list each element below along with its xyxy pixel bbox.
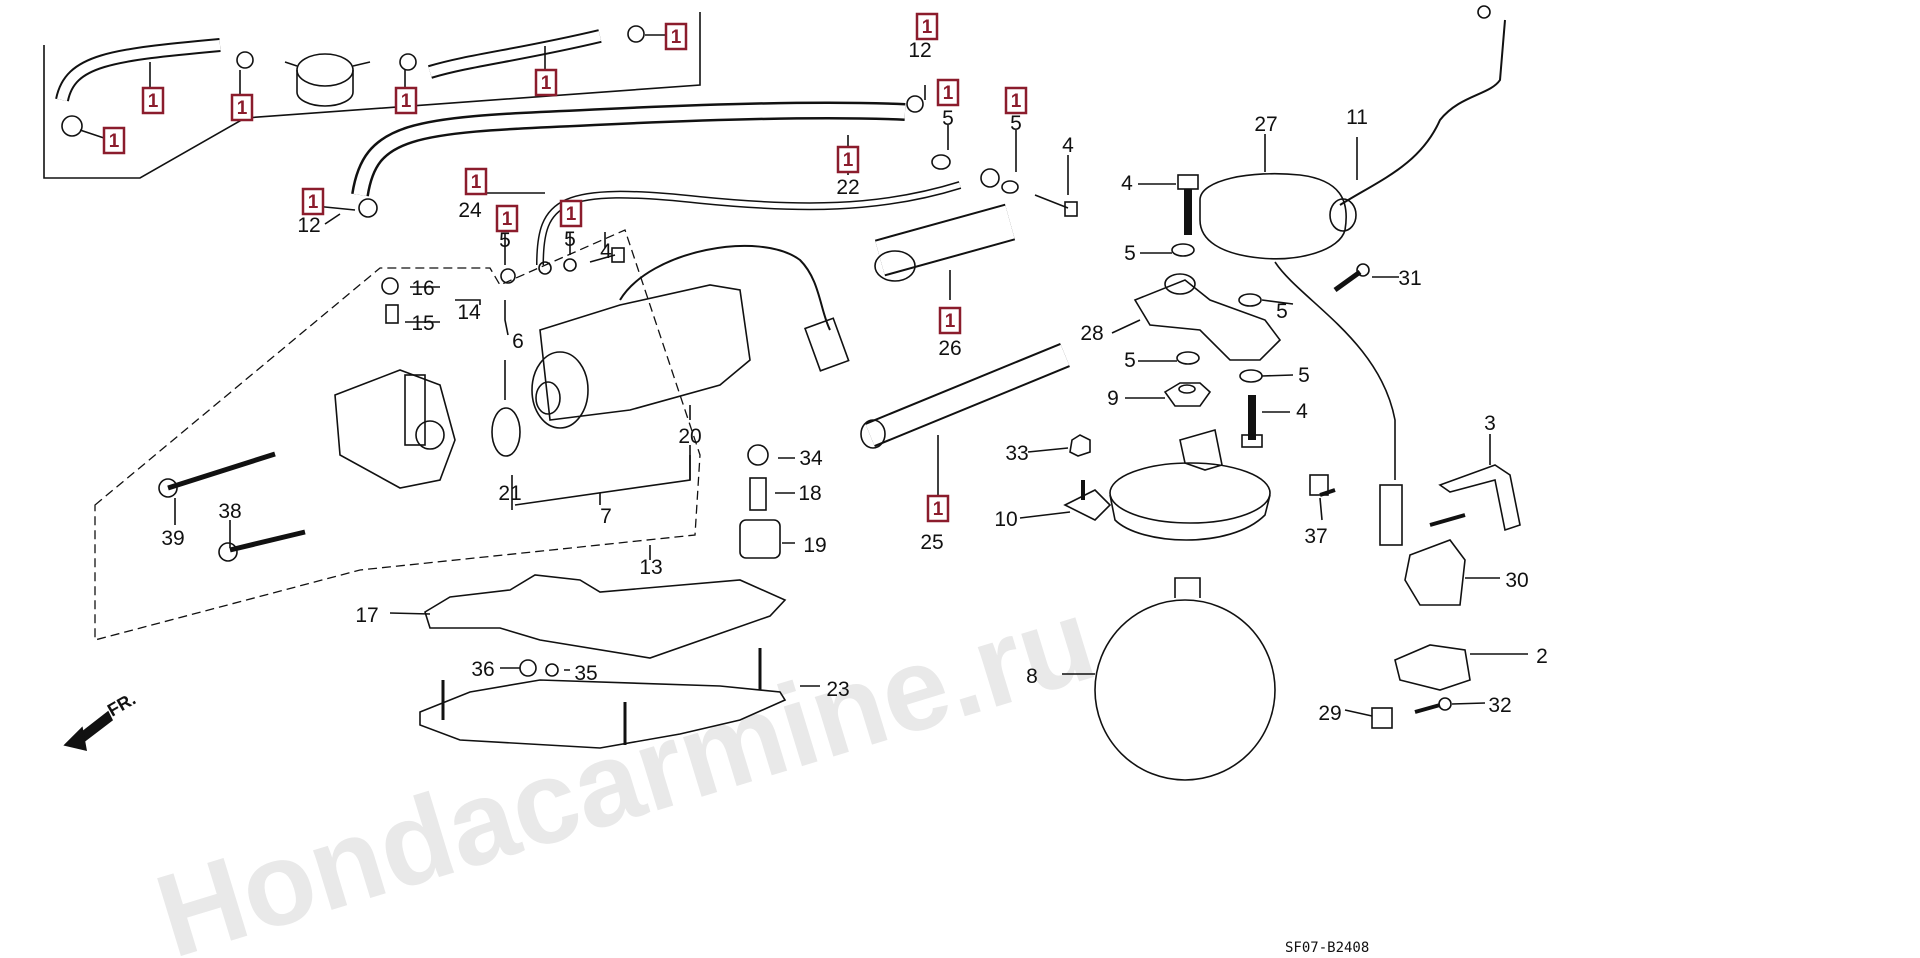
ref-marker[interactable]: 1 [308,192,319,213]
part-number-label[interactable]: 14 [457,301,481,324]
part-number-label[interactable]: 30 [1505,569,1528,592]
part-number-label[interactable]: 12 [297,214,320,237]
part-number-label[interactable]: 4 [1296,400,1308,423]
part-number-label[interactable]: 12 [908,39,931,62]
part-number-label[interactable]: 17 [355,604,378,627]
part-number-label[interactable]: 24 [458,199,482,222]
part-number-label[interactable]: 20 [678,425,701,448]
part-number-label[interactable]: 35 [574,662,597,685]
ref-box [141,86,165,115]
ref-box [301,187,325,216]
part-number-label[interactable]: 11 [1346,106,1368,129]
ref-box [936,78,960,107]
part-number-label[interactable]: 5 [1276,300,1288,323]
part-number-label[interactable]: 5 [942,107,954,130]
ref-marker[interactable]: 1 [943,83,954,104]
part-number-label[interactable]: 38 [218,500,241,523]
part-number-label[interactable]: 16 [411,277,434,300]
part-number-label[interactable]: 5 [1298,364,1310,387]
ref-box [534,68,558,97]
part-number-label[interactable]: 15 [411,312,434,335]
part-number-label[interactable]: 5 [1010,112,1022,135]
part-number-label[interactable]: 4 [1062,134,1074,157]
part-number-label[interactable]: 7 [600,505,612,528]
ref-marker[interactable]: 1 [109,131,120,152]
part-number-label[interactable]: 18 [798,482,821,505]
ref-marker[interactable]: 1 [933,499,944,520]
ref-marker[interactable]: 1 [671,27,682,48]
diagram-canvas: Hondacarmine.ru [43,5,1548,958]
part-number-label[interactable]: 27 [1254,113,1277,136]
ref-box [394,86,418,115]
part-number-label[interactable]: 23 [826,678,849,701]
part-number-label[interactable]: 32 [1488,694,1511,717]
watermark: Hondacarmine.ru [142,573,1109,958]
part-number-label[interactable]: 5 [1124,242,1136,265]
ref-marker[interactable]: 1 [922,17,933,38]
part-number-label[interactable]: 28 [1080,322,1103,345]
blank-area [1570,0,1920,958]
ref-marker[interactable]: 1 [945,311,956,332]
part-number-label[interactable]: 39 [161,527,184,550]
part-number-label[interactable]: 22 [836,176,859,199]
part-number-label[interactable]: 5 [1124,349,1136,372]
part-number-label[interactable]: 21 [498,482,521,505]
part-number-label[interactable]: 10 [994,508,1017,531]
ref-box [102,126,126,155]
part-number-label[interactable]: 2 [1536,645,1548,668]
ref-box [836,145,860,174]
part-number-label[interactable]: 6 [512,330,524,353]
diagram-code: SF07-B2408 [1285,940,1369,956]
parts-diagram: Hondacarmine.ru [43,5,1548,958]
ref-marker[interactable]: 1 [471,172,482,193]
part-number-label[interactable]: 4 [600,240,612,263]
part-number-label[interactable]: 3 [1484,412,1496,435]
ref-marker[interactable]: 1 [843,150,854,171]
part-number-label[interactable]: 9 [1107,387,1119,410]
ref-box [938,306,962,335]
ref-box [230,93,254,122]
ref-box [495,204,519,233]
ref-marker[interactable]: 1 [541,73,552,94]
ref-marker[interactable]: 1 [237,98,248,119]
part-number-label[interactable]: 25 [920,531,943,554]
part-number-label[interactable]: 5 [499,229,511,252]
part-number-label[interactable]: 37 [1304,525,1327,548]
ref-marker[interactable]: 1 [1011,91,1022,112]
ref-marker[interactable]: 1 [502,209,513,230]
part-number-label[interactable]: 26 [938,337,961,360]
ref-box [559,199,583,228]
ref-marker[interactable]: 1 [566,204,577,225]
ref-box [1004,86,1028,115]
part-number-label[interactable]: 29 [1318,702,1341,725]
ref-box [464,167,488,196]
ref-box [915,12,939,41]
part-number-label[interactable]: 5 [564,228,576,251]
part-number-label[interactable]: 19 [803,534,826,557]
part-number-label[interactable]: 4 [1121,172,1133,195]
part-number-label[interactable]: 36 [471,658,494,681]
part-number-label[interactable]: 8 [1026,665,1038,688]
ref-marker[interactable]: 1 [148,91,159,112]
part-number-label[interactable]: 13 [639,556,662,579]
ref-box [664,22,688,51]
part-number-label[interactable]: 34 [799,447,823,470]
part-number-label[interactable]: 33 [1005,442,1028,465]
ref-marker[interactable]: 1 [401,91,412,112]
part-number-label[interactable]: 31 [1398,267,1421,290]
ref-box [926,494,950,523]
